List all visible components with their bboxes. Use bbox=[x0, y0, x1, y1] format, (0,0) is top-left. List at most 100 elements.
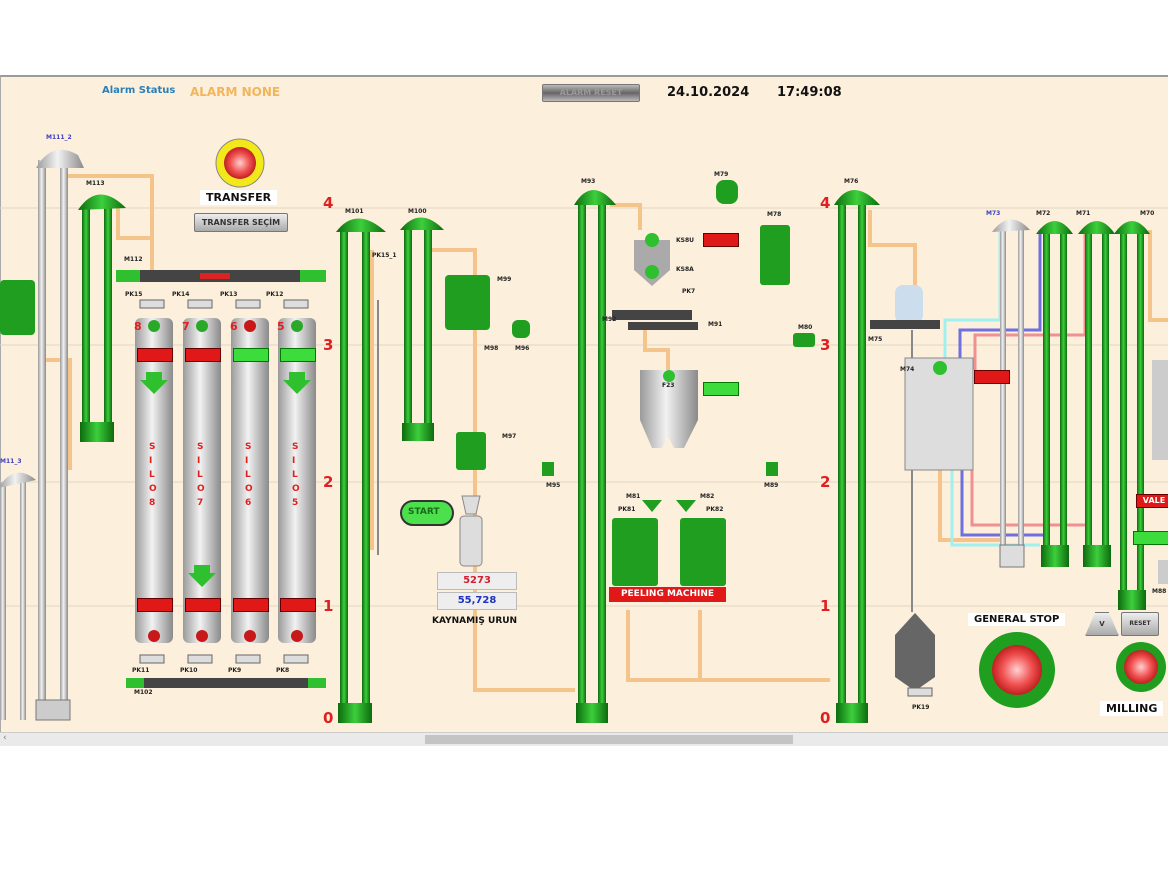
machine-m99 bbox=[445, 275, 490, 330]
tag: PK82 bbox=[706, 506, 724, 513]
level-2-left: 2 bbox=[323, 473, 334, 491]
elevator-m100 bbox=[400, 217, 444, 441]
horizontal-scrollbar[interactable]: ‹ bbox=[0, 732, 1168, 746]
general-stop-button bbox=[979, 632, 1055, 708]
arrow-m82 bbox=[676, 500, 696, 512]
general-stop-label: GENERAL STOP bbox=[968, 613, 1066, 626]
tag: M75 bbox=[868, 336, 883, 343]
tag: PK14 bbox=[172, 291, 190, 298]
machine-m97 bbox=[456, 432, 486, 470]
start-button-shape bbox=[400, 500, 454, 526]
tag: M96 bbox=[515, 345, 530, 352]
tag: M71 bbox=[1076, 210, 1091, 217]
tag: M73 bbox=[986, 210, 1001, 217]
tag: KS8A bbox=[676, 266, 694, 273]
valve-m89 bbox=[766, 462, 778, 476]
silo-number: 7 bbox=[182, 320, 190, 333]
pump-m80 bbox=[793, 333, 815, 347]
conveyor-m102 bbox=[126, 678, 326, 688]
silos bbox=[135, 318, 316, 643]
tag: M89 bbox=[764, 482, 779, 489]
sorter-m74 bbox=[904, 357, 974, 471]
tag: PK8 bbox=[276, 667, 290, 674]
silo-name: SILO 7 bbox=[197, 442, 205, 508]
silo-5-low-badge bbox=[280, 598, 316, 612]
machine-left bbox=[0, 280, 35, 335]
right-edge-machine bbox=[1152, 360, 1168, 584]
tag: M79 bbox=[714, 171, 729, 178]
silo-8-status-badge bbox=[137, 348, 173, 362]
peeling-machine-label: PEELING MACHINE bbox=[609, 587, 726, 602]
alarm-status-label: Alarm Status bbox=[102, 85, 176, 96]
scroll-left-arrow-icon[interactable]: ‹ bbox=[3, 733, 7, 743]
m74-status-badge bbox=[974, 370, 1010, 384]
silo-5-status-badge bbox=[280, 348, 316, 362]
small-reset-button[interactable]: RESET bbox=[1121, 612, 1159, 636]
level-0-left: 0 bbox=[323, 709, 334, 727]
tag: M11_3 bbox=[0, 458, 22, 465]
valve-m95 bbox=[542, 462, 554, 476]
time-display: 17:49:08 bbox=[777, 85, 842, 100]
milling-label: MILLING bbox=[1100, 701, 1164, 716]
transfer-select-button[interactable]: TRANSFER SEÇİM bbox=[194, 213, 288, 232]
silo-5 bbox=[278, 318, 316, 643]
level-4-right: 4 bbox=[820, 194, 831, 212]
start-button[interactable]: START bbox=[408, 507, 440, 517]
silo-7 bbox=[183, 318, 221, 643]
level-4-left: 4 bbox=[323, 194, 334, 212]
silo-6-low-badge bbox=[233, 598, 269, 612]
tag: PK11 bbox=[132, 667, 150, 674]
transfer-title: TRANSFER bbox=[200, 190, 278, 205]
tag: M113 bbox=[86, 180, 105, 187]
silo-number: 6 bbox=[230, 320, 238, 333]
transfer-lamp-icon bbox=[215, 138, 265, 188]
level-1-right: 1 bbox=[820, 597, 831, 615]
tag: M97 bbox=[502, 433, 517, 440]
silo-6-status-badge bbox=[233, 348, 269, 362]
tag: M102 bbox=[134, 689, 153, 696]
level-3-left: 3 bbox=[323, 336, 334, 354]
date-display: 24.10.2024 bbox=[667, 85, 750, 100]
silo-number: 5 bbox=[277, 320, 285, 333]
tag: PK10 bbox=[180, 667, 198, 674]
elevator-m70 bbox=[1114, 221, 1150, 610]
tag: M82 bbox=[700, 493, 715, 500]
elevator-m73 bbox=[992, 219, 1030, 568]
elevator-m71 bbox=[1078, 221, 1115, 567]
cleaner-m75 bbox=[870, 285, 940, 329]
bin-ks8 bbox=[612, 233, 698, 330]
tag: PK19 bbox=[912, 704, 930, 711]
elevator-m111-2 bbox=[35, 149, 84, 721]
alarm-status-value: ALARM NONE bbox=[190, 85, 281, 99]
tag: F23 bbox=[662, 382, 675, 389]
peeler-2 bbox=[680, 518, 726, 586]
tag: M98 bbox=[484, 345, 499, 352]
tag: M88 bbox=[1152, 588, 1167, 595]
silo-7-low-badge bbox=[185, 598, 221, 612]
elevator-m11-3 bbox=[0, 472, 36, 720]
tag: M78 bbox=[767, 211, 782, 218]
tag: M111_2 bbox=[46, 134, 72, 141]
level-2-right: 2 bbox=[820, 473, 831, 491]
tag: M91 bbox=[708, 321, 723, 328]
rate-display: 55,728 bbox=[437, 592, 517, 610]
counter-display: 5273 bbox=[437, 572, 517, 590]
scrollbar-thumb[interactable] bbox=[425, 735, 793, 744]
tag: M93 bbox=[581, 178, 596, 185]
silo-number: 8 bbox=[134, 320, 142, 333]
silo-name: SILO 6 bbox=[245, 442, 253, 508]
tag: M70 bbox=[1140, 210, 1155, 217]
slide-gates bbox=[139, 299, 309, 664]
tag: PK15 bbox=[125, 291, 143, 298]
elevator-m93 bbox=[574, 190, 616, 723]
tag: M80 bbox=[798, 324, 813, 331]
alarm-reset-button[interactable]: ALARM RESET bbox=[542, 84, 640, 102]
small-v-button[interactable]: V bbox=[1085, 612, 1119, 636]
tag: M95 bbox=[546, 482, 561, 489]
level-0-right: 0 bbox=[820, 709, 831, 727]
tag: M112 bbox=[124, 256, 143, 263]
tag: PK12 bbox=[266, 291, 284, 298]
level-3-right: 3 bbox=[820, 336, 831, 354]
silo-8 bbox=[135, 318, 173, 643]
silo-pk19 bbox=[895, 613, 935, 697]
